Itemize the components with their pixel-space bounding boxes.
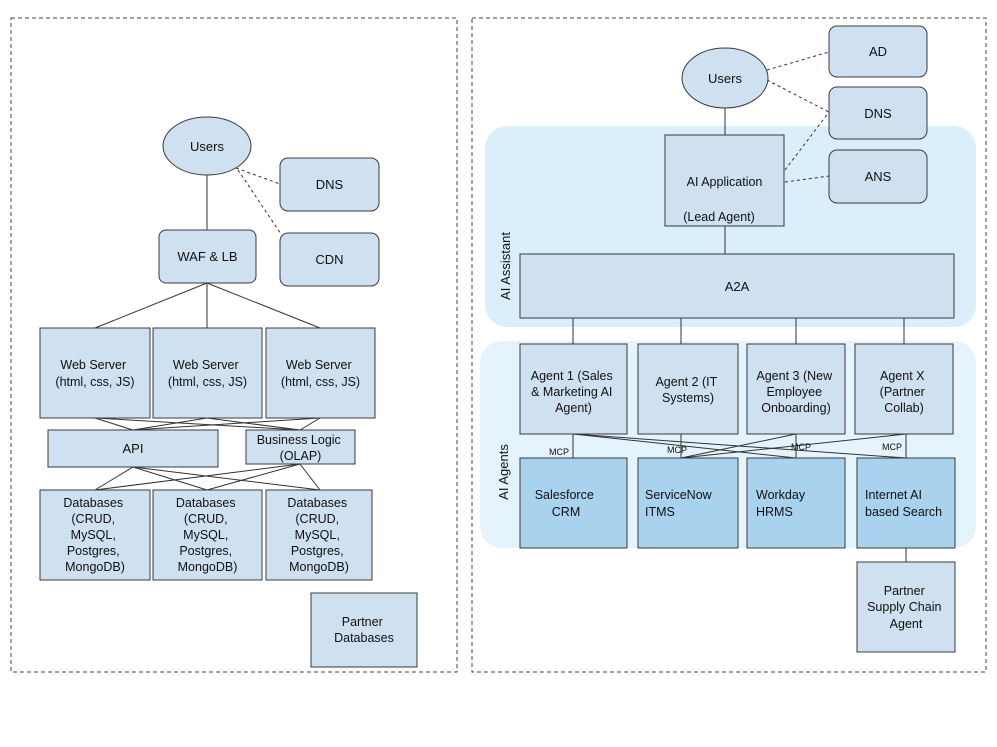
a2a-node: A2A [519,253,955,319]
ai-agents-band-label: AI Agents [496,444,511,500]
web-server-1-label: Web Server (html, css, JS) [55,358,134,389]
right-dns-label: DNS [864,106,892,121]
web-server-3: Web Server (html, css, JS) [265,327,376,419]
mcp-label-3: MCP [791,442,811,452]
waf-lb-node: WAF & LB [158,229,257,284]
left-cdn-node: CDN [279,232,380,287]
ad-label: AD [869,44,887,59]
servicenow-node: ServiceNow ITMS [637,457,739,549]
ai-application-label: AI Application [687,175,763,189]
partner-databases-label: Partner Databases [334,615,394,645]
databases-2-label: Databases (CRUD, MySQL, Postgres, MongoD… [176,496,239,574]
internet-search-label: Internet AI based Search [865,488,942,519]
web-server-2: Web Server (html, css, JS) [152,327,263,419]
partner-agent-node: Partner Supply Chain Agent [856,561,956,653]
agent-x-node: Agent X (Partner Collab) [854,343,954,435]
left-connectors [94,167,321,491]
left-dns-label: DNS [316,177,344,192]
workday-label: Workday HRMS [756,488,809,519]
left-dns-node: DNS [279,157,380,212]
lead-agent-label: (Lead Agent) [683,210,755,224]
api-label: API [123,441,144,456]
a2a-label: A2A [725,279,750,294]
agent-3-node: Agent 3 (New Employee Onboarding) [746,343,846,435]
agent-2-label: Agent 2 (IT Systems) [655,375,720,405]
ad-node: AD [828,25,928,78]
mcp-label-4: MCP [882,442,902,452]
ai-assistant-band-label: AI Assistant [498,232,513,300]
right-dns-node: DNS [828,86,928,140]
databases-3: Databases (CRUD, MySQL, Postgres, MongoD… [265,489,373,581]
right-users-node: Users [681,47,769,109]
databases-1-label: Databases (CRUD, MySQL, Postgres, MongoD… [63,496,126,574]
databases-3-label: Databases (CRUD, MySQL, Postgres, MongoD… [287,496,350,574]
databases-2: Databases (CRUD, MySQL, Postgres, MongoD… [152,489,263,581]
web-server-3-label: Web Server (html, css, JS) [281,358,360,389]
right-panel-frame [471,17,987,673]
web-server-2-label: Web Server (html, css, JS) [168,358,247,389]
web-server-1: Web Server (html, css, JS) [39,327,151,419]
ai-application-node: AI Application (Lead Agent) [664,134,785,227]
partner-agent-label: Partner Supply Chain Agent [867,584,945,631]
left-users-label: Users [190,139,224,154]
databases-1: Databases (CRUD, MySQL, Postgres, MongoD… [39,489,151,581]
salesforce-label: Salesforce CRM [535,488,598,519]
left-cdn-label: CDN [315,252,343,267]
right-users-label: Users [708,71,742,86]
workday-node: Workday HRMS [746,457,846,549]
agent-3-label: Agent 3 (New Employee Onboarding) [756,369,835,415]
right-connectors [572,51,907,562]
business-logic-label: Business Logic (OLAP) [257,433,345,463]
agent-1-label: Agent 1 (Sales & Marketing AI Agent) [531,369,616,415]
agent-x-label: Agent X (Partner Collab) [880,369,929,415]
agent-2-node: Agent 2 (IT Systems) [637,343,739,435]
salesforce-node: Salesforce CRM [519,457,628,549]
api-node: API [47,429,219,468]
waf-lb-label: WAF & LB [177,249,237,264]
partner-databases-node: Partner Databases [310,592,418,668]
ans-node: ANS [828,149,928,204]
agent-1-node: Agent 1 (Sales & Marketing AI Agent) [519,343,628,435]
ans-label: ANS [865,169,892,184]
internet-search-node: Internet AI based Search [856,457,956,549]
business-logic-node: Business Logic (OLAP) [245,429,356,465]
left-users-node: Users [162,116,252,176]
mcp-label-2: MCP [667,445,687,455]
servicenow-label: ServiceNow ITMS [645,488,715,519]
mcp-label-1: MCP [549,447,569,457]
left-panel-frame [10,17,458,673]
